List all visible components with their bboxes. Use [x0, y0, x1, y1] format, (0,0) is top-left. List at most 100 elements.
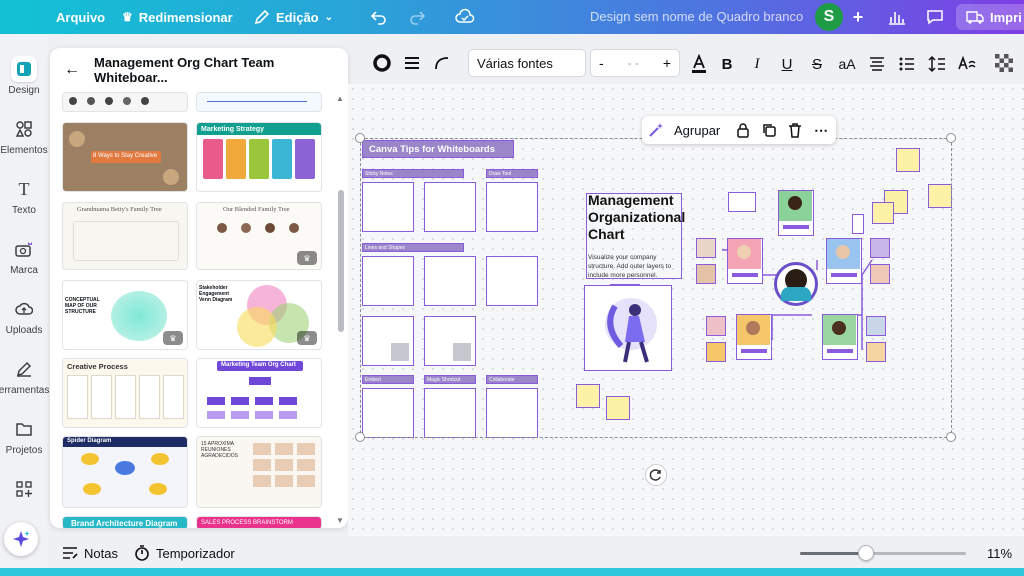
template-thumb[interactable]: Spider Diagram: [62, 436, 188, 508]
transparency-button[interactable]: [994, 52, 1014, 74]
small-avatar[interactable]: [870, 238, 890, 258]
template-thumb-partial-right[interactable]: [196, 92, 322, 112]
resize-handle-bottom-left[interactable]: [355, 432, 365, 442]
rail-item-uploads[interactable]: Uploads: [0, 296, 48, 336]
line-weight-button[interactable]: [400, 50, 424, 76]
user-avatar[interactable]: S: [815, 3, 843, 31]
template-thumb[interactable]: Creative Process: [62, 358, 188, 428]
text-color-button[interactable]: [688, 50, 710, 78]
font-size-decrease-button[interactable]: -: [599, 55, 604, 71]
text-case-button[interactable]: aA: [834, 50, 860, 78]
undo-button[interactable]: [366, 4, 392, 30]
tip-card[interactable]: [424, 182, 476, 232]
small-avatar[interactable]: [696, 238, 716, 258]
person-card[interactable]: [826, 238, 862, 284]
sticky-note[interactable]: [928, 184, 952, 208]
redo-button[interactable]: [404, 4, 430, 30]
italic-button[interactable]: I: [746, 50, 768, 78]
resize-handle-top-right[interactable]: [946, 133, 956, 143]
rail-item-brand[interactable]: Marca: [0, 236, 48, 276]
blank-box[interactable]: [728, 192, 756, 212]
align-button[interactable]: [866, 50, 888, 78]
template-thumb[interactable]: Stakeholder Engagement Venn Diagram ♛: [196, 280, 322, 350]
lock-button[interactable]: [734, 120, 752, 140]
template-thumb[interactable]: Marketing Strategy: [196, 122, 322, 192]
template-thumb[interactable]: 15 APROXIMA REUNIONES AGRADECIDOS: [196, 436, 322, 508]
template-thumb[interactable]: Brand Architecture Diagram: [62, 516, 188, 528]
zoom-slider-handle[interactable]: [858, 545, 874, 561]
rail-item-elements[interactable]: Elementos: [0, 116, 48, 156]
small-avatar[interactable]: [706, 342, 726, 362]
sticky-note[interactable]: [852, 214, 864, 234]
stroke-color-button[interactable]: [370, 50, 394, 76]
tip-card[interactable]: [362, 316, 414, 366]
tip-card[interactable]: [362, 182, 414, 232]
corner-style-button[interactable]: [430, 50, 454, 76]
section-label[interactable]: Sticky Notes: [362, 169, 464, 178]
zoom-slider-track[interactable]: [800, 552, 966, 555]
add-collaborator-button[interactable]: +: [845, 4, 871, 30]
bold-button[interactable]: B: [716, 50, 738, 78]
text-effects-button[interactable]: [956, 50, 978, 78]
rail-item-tools[interactable]: Ferramentas: [0, 356, 49, 396]
scroll-up-arrow-icon[interactable]: ▲: [336, 94, 344, 103]
sticky-note[interactable]: [606, 396, 630, 420]
ceo-photo[interactable]: [774, 262, 818, 306]
panel-scrollbar[interactable]: [338, 190, 344, 332]
magic-assistant-button[interactable]: [4, 522, 38, 556]
person-card[interactable]: [736, 314, 772, 360]
template-thumb[interactable]: 8 Ways to Stay Creative: [62, 122, 188, 192]
template-thumb[interactable]: Grandmama Betty's Family Tree: [62, 202, 188, 270]
sticky-note[interactable]: [872, 202, 894, 224]
sticky-note[interactable]: [576, 384, 600, 408]
section-label[interactable]: Collaborate: [486, 375, 538, 384]
edit-mode-button[interactable]: Edição ⌄: [254, 0, 333, 34]
person-card[interactable]: [727, 238, 763, 284]
tip-card[interactable]: [424, 256, 476, 306]
back-arrow-icon[interactable]: ←: [64, 61, 80, 78]
rail-item-projects[interactable]: Projetos: [0, 416, 48, 456]
strikethrough-button[interactable]: S: [806, 50, 828, 78]
rail-item-apps[interactable]: [0, 476, 48, 502]
template-thumb[interactable]: Our Blended Family Tree ♛: [196, 202, 322, 270]
person-card[interactable]: [778, 190, 814, 236]
scroll-down-arrow-icon[interactable]: ▼: [336, 516, 344, 525]
small-avatar[interactable]: [866, 342, 886, 362]
small-avatar[interactable]: [870, 264, 890, 284]
resize-handle-top-left[interactable]: [355, 133, 365, 143]
font-size-increase-button[interactable]: +: [662, 55, 671, 71]
tip-card[interactable]: [486, 388, 538, 438]
rail-item-text[interactable]: T Texto: [0, 176, 48, 217]
org-title-frame[interactable]: [586, 193, 682, 279]
section-label[interactable]: Magic Shortcut: [424, 375, 476, 384]
tip-card[interactable]: [424, 388, 476, 438]
small-avatar[interactable]: [696, 264, 716, 284]
tip-card[interactable]: [362, 256, 414, 306]
timer-button[interactable]: Temporizador: [134, 538, 235, 568]
template-thumb-partial-left[interactable]: [62, 92, 188, 112]
duplicate-button[interactable]: [760, 120, 778, 140]
sticky-note[interactable]: [896, 148, 920, 172]
cloud-save-button[interactable]: [452, 4, 478, 30]
small-avatar[interactable]: [706, 316, 726, 336]
rail-item-design[interactable]: Design: [0, 56, 48, 96]
comments-button[interactable]: [922, 4, 948, 30]
list-button[interactable]: [896, 50, 918, 78]
notes-button[interactable]: Notas: [62, 538, 118, 568]
whiteboard-canvas[interactable]: [348, 84, 1024, 536]
tip-card[interactable]: [424, 316, 476, 366]
selection-frame[interactable]: [360, 138, 952, 438]
org-illustration[interactable]: [584, 285, 672, 371]
tip-card[interactable]: [486, 182, 538, 232]
small-avatar[interactable]: [866, 316, 886, 336]
more-options-button[interactable]: ⋯: [812, 120, 830, 140]
org-chart-subtitle[interactable]: Visualize your company structure. Add ou…: [588, 254, 672, 279]
font-size-stepper[interactable]: - - - +: [590, 49, 680, 77]
font-family-select[interactable]: Várias fontes: [468, 49, 586, 77]
group-button[interactable]: Agrupar: [648, 120, 738, 140]
document-title[interactable]: Design sem nome de Quadro branco: [590, 9, 804, 24]
person-card[interactable]: [822, 314, 858, 360]
resize-handle-bottom-right[interactable]: [946, 432, 956, 442]
template-thumb[interactable]: Marketing Team Org Chart: [196, 358, 322, 428]
section-label[interactable]: Lines and Shapes: [362, 243, 464, 252]
